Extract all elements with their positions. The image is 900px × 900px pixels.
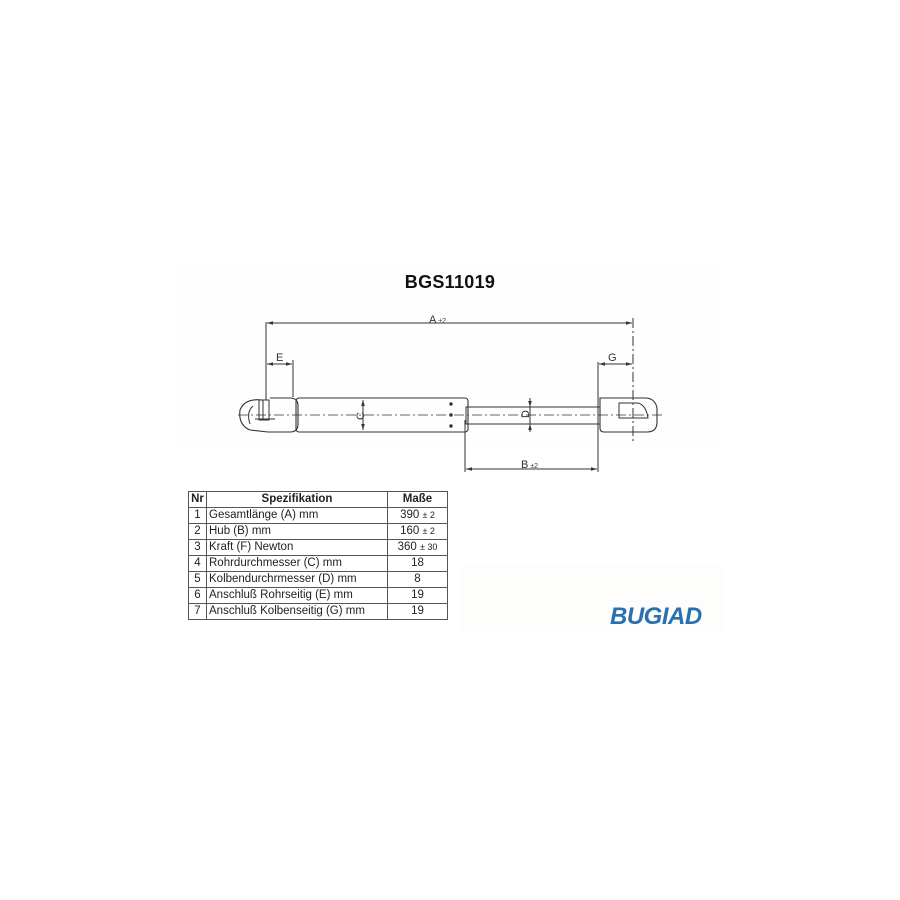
dim-label-b: B±2 bbox=[521, 459, 538, 471]
spec-table: Nr Spezifikation Maße 1 Gesamtlänge (A) … bbox=[188, 491, 448, 620]
row-spec: Anschluß Rohrseitig (E) mm bbox=[206, 587, 388, 604]
row-value: 360 ± 30 bbox=[387, 539, 448, 556]
table-row: 4 Rohrdurchmesser (C) mm 18 bbox=[188, 555, 448, 572]
row-nr: 7 bbox=[188, 603, 207, 620]
row-value: 8 bbox=[387, 571, 448, 588]
row-value: 160 ± 2 bbox=[387, 523, 448, 540]
table-row: 6 Anschluß Rohrseitig (E) mm 19 bbox=[188, 587, 448, 604]
row-nr: 6 bbox=[188, 587, 207, 604]
row-spec: Rohrdurchmesser (C) mm bbox=[206, 555, 388, 572]
row-nr: 3 bbox=[188, 539, 207, 556]
dim-label-e: E bbox=[276, 352, 283, 364]
row-spec: Kolbendurchrmesser (D) mm bbox=[206, 571, 388, 588]
row-value: 18 bbox=[387, 555, 448, 572]
row-nr: 1 bbox=[188, 507, 207, 524]
dim-label-c: C bbox=[355, 412, 367, 420]
row-spec: Anschluß Kolbenseitig (G) mm bbox=[206, 603, 388, 620]
header-nr: Nr bbox=[188, 491, 207, 508]
table-row: 2 Hub (B) mm 160 ± 2 bbox=[188, 523, 448, 540]
logo-background bbox=[462, 565, 722, 633]
row-nr: 4 bbox=[188, 555, 207, 572]
table-row: 3 Kraft (F) Newton 360 ± 30 bbox=[188, 539, 448, 556]
dim-label-d: D bbox=[520, 410, 532, 418]
table-row: 7 Anschluß Kolbenseitig (G) mm 19 bbox=[188, 603, 448, 620]
row-value: 19 bbox=[387, 603, 448, 620]
row-nr: 2 bbox=[188, 523, 207, 540]
header-value: Maße bbox=[387, 491, 448, 508]
table-header-row: Nr Spezifikation Maße bbox=[188, 491, 448, 508]
part-number-title: BGS11019 bbox=[404, 272, 496, 292]
row-value: 390 ± 2 bbox=[387, 507, 448, 524]
row-spec: Gesamtlänge (A) mm bbox=[206, 507, 388, 524]
dim-label-g: G bbox=[608, 352, 617, 364]
bugiad-logo: BUGIAD bbox=[610, 603, 702, 630]
table-row: 5 Kolbendurchrmesser (D) mm 8 bbox=[188, 571, 448, 588]
table-row: 1 Gesamtlänge (A) mm 390 ± 2 bbox=[188, 507, 448, 524]
row-spec: Hub (B) mm bbox=[206, 523, 388, 540]
row-nr: 5 bbox=[188, 571, 207, 588]
row-spec: Kraft (F) Newton bbox=[206, 539, 388, 556]
dim-label-a: A±2 bbox=[429, 314, 446, 326]
header-spec: Spezifikation bbox=[206, 491, 388, 508]
row-value: 19 bbox=[387, 587, 448, 604]
